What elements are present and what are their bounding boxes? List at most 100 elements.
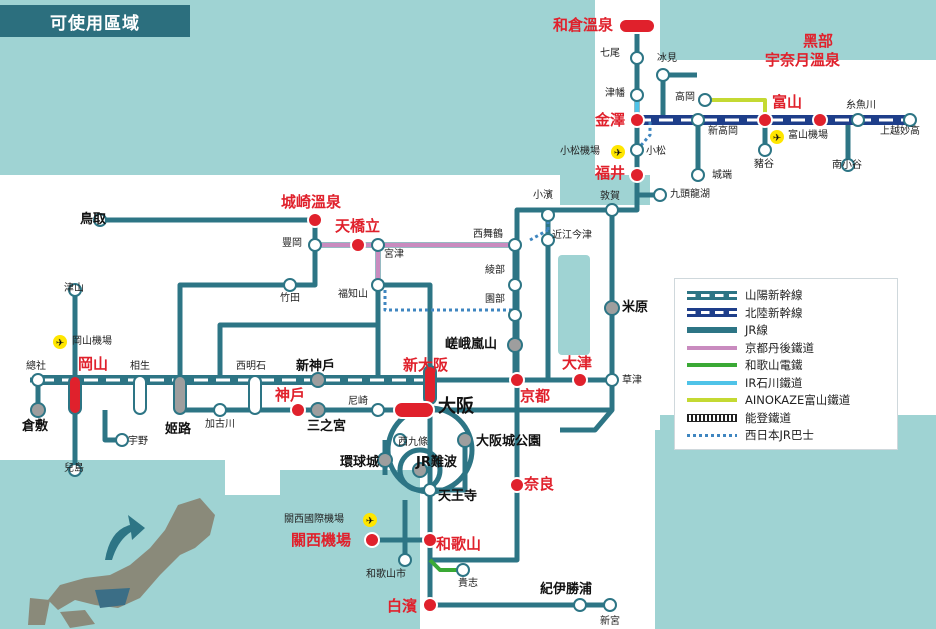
station-label-toyooka: 豐岡 bbox=[282, 238, 302, 249]
station-marker-omiimazu[interactable] bbox=[541, 233, 555, 247]
station-marker-himi[interactable] bbox=[656, 68, 670, 82]
station-label-fukui: 福井 bbox=[595, 164, 626, 182]
station-marker-tsubata[interactable] bbox=[630, 88, 644, 102]
station-label-soja: 總社 bbox=[26, 361, 46, 372]
station-marker-fukuchiyama[interactable] bbox=[371, 278, 385, 292]
legend-item-kyoto-tango: 京都丹後鐵道 bbox=[687, 340, 814, 356]
station-marker-kakogawa[interactable] bbox=[213, 403, 227, 417]
station-marker-kurashiki[interactable] bbox=[30, 402, 46, 418]
station-marker-kyoto[interactable] bbox=[509, 372, 525, 388]
station-marker-kusatsu[interactable] bbox=[605, 373, 619, 387]
station-marker-maibara[interactable] bbox=[604, 300, 620, 316]
station-marker-otsu[interactable] bbox=[572, 372, 588, 388]
station-label-shirahama: 白濱 bbox=[387, 597, 418, 615]
station-marker-nishimaizuru[interactable] bbox=[508, 238, 522, 252]
station-marker-toyama[interactable] bbox=[757, 112, 773, 128]
arrow-icon bbox=[105, 515, 145, 560]
jr-bus-route bbox=[383, 290, 515, 312]
station-label-omiimazu: 近江今津 bbox=[552, 230, 592, 241]
station-marker-takaoka[interactable] bbox=[698, 93, 712, 107]
station-marker-joetsumyoko[interactable] bbox=[903, 113, 917, 127]
station-marker-kuzuryuko[interactable] bbox=[653, 188, 667, 202]
station-label-kojima: 兒島 bbox=[64, 463, 84, 474]
station-label-osakajokoen: 大阪城公園 bbox=[476, 434, 542, 449]
station-label-nishikujo: 西九條 bbox=[398, 437, 428, 448]
station-marker-sonobe[interactable] bbox=[508, 308, 522, 322]
legend-item-jr-line: JR線 bbox=[687, 322, 768, 338]
legend-swatch bbox=[687, 433, 737, 437]
station-label-ayabe: 綾部 bbox=[485, 265, 505, 276]
station-marker-aioi[interactable] bbox=[133, 375, 147, 415]
station-marker-nara[interactable] bbox=[509, 477, 525, 493]
station-marker-tsuyama[interactable] bbox=[68, 283, 82, 297]
station-marker-kurobe[interactable] bbox=[812, 112, 828, 128]
station-marker-wakayamashi[interactable] bbox=[398, 553, 412, 567]
station-marker-osaka[interactable] bbox=[393, 401, 435, 419]
station-marker-wakura[interactable] bbox=[618, 18, 656, 34]
station-marker-inotani[interactable] bbox=[758, 143, 772, 157]
station-marker-jr-namba[interactable] bbox=[412, 462, 428, 478]
station-marker-sannomiya[interactable] bbox=[310, 402, 326, 418]
legend-swatch bbox=[687, 327, 737, 333]
legend-label: 和歌山電鐵 bbox=[745, 358, 803, 372]
station-label-kurobe: 黑部 bbox=[803, 32, 834, 50]
station-marker-obama[interactable] bbox=[541, 208, 555, 222]
station-marker-tottori[interactable] bbox=[93, 213, 107, 227]
station-marker-shingu[interactable] bbox=[603, 598, 617, 612]
legend-item-ainokaze: AINOKAZE富山鐵道 bbox=[687, 392, 850, 408]
station-label-sannomiya: 三之宮 bbox=[307, 419, 347, 434]
legend-label: AINOKAZE富山鐵道 bbox=[745, 393, 851, 407]
station-marker-soja[interactable] bbox=[31, 373, 45, 387]
station-marker-fukui[interactable] bbox=[629, 167, 645, 183]
station-marker-shintakaoka[interactable] bbox=[691, 113, 705, 127]
station-label-tsubata: 津幡 bbox=[605, 88, 625, 99]
station-marker-itoigawa[interactable] bbox=[851, 113, 865, 127]
station-marker-takeda[interactable] bbox=[283, 278, 297, 292]
station-marker-kobe[interactable] bbox=[290, 402, 306, 418]
station-marker-shinkobe[interactable] bbox=[310, 372, 326, 388]
station-marker-universal-city[interactable] bbox=[377, 452, 393, 468]
station-marker-kanazawa[interactable] bbox=[629, 112, 645, 128]
station-label-kishi: 貴志 bbox=[458, 578, 478, 589]
station-marker-sagaarashiyama[interactable] bbox=[507, 337, 523, 353]
station-marker-miyazu[interactable] bbox=[371, 238, 385, 252]
station-marker-nishikujo[interactable] bbox=[393, 433, 407, 447]
station-label-minamiotari: 南小谷 bbox=[832, 160, 862, 171]
legend-item-ir-ishikawa: IR石川鐵道 bbox=[687, 375, 802, 391]
airplane-icon: ✈ bbox=[366, 516, 374, 527]
station-marker-amanohashidate[interactable] bbox=[350, 237, 366, 253]
station-marker-amagasaki[interactable] bbox=[371, 403, 385, 417]
station-marker-nanao[interactable] bbox=[630, 51, 644, 65]
station-marker-kojima[interactable] bbox=[68, 463, 82, 477]
station-marker-wakayama[interactable] bbox=[422, 532, 438, 548]
station-marker-uno[interactable] bbox=[115, 433, 129, 447]
station-marker-minamiotari[interactable] bbox=[841, 158, 855, 172]
station-marker-nishiakashi[interactable] bbox=[248, 375, 262, 415]
station-label-takeda: 竹田 bbox=[280, 293, 300, 304]
station-label-aioi: 相生 bbox=[130, 361, 150, 372]
legend-swatch bbox=[687, 290, 737, 300]
station-marker-kishi[interactable] bbox=[456, 563, 470, 577]
station-marker-okayama[interactable] bbox=[68, 375, 82, 415]
station-marker-shirahama[interactable] bbox=[422, 597, 438, 613]
station-marker-tsuruga[interactable] bbox=[605, 203, 619, 217]
station-marker-kinosakionsen[interactable] bbox=[307, 212, 323, 228]
station-marker-toyooka[interactable] bbox=[308, 238, 322, 252]
station-label-kusatsu: 草津 bbox=[622, 375, 642, 386]
station-marker-jouhana[interactable] bbox=[691, 168, 705, 182]
airplane-icon bbox=[53, 335, 67, 349]
station-marker-tennoji[interactable] bbox=[423, 483, 437, 497]
jr-line bbox=[560, 380, 615, 433]
station-marker-komatsu[interactable] bbox=[630, 143, 644, 157]
japan-inset-map bbox=[28, 498, 215, 628]
station-marker-ayabe[interactable] bbox=[508, 278, 522, 292]
legend-label: 能登鐵道 bbox=[745, 410, 791, 425]
station-marker-osakajokoen[interactable] bbox=[457, 432, 473, 448]
station-marker-himeji[interactable] bbox=[173, 375, 187, 415]
jr-line bbox=[430, 380, 520, 563]
legend-label: 北陸新幹線 bbox=[745, 305, 803, 320]
station-marker-kiikatsuura[interactable] bbox=[573, 598, 587, 612]
sea-area bbox=[225, 495, 280, 629]
station-label-inotani: 豬谷 bbox=[754, 159, 774, 170]
station-marker-kansai-airport[interactable] bbox=[364, 532, 380, 548]
